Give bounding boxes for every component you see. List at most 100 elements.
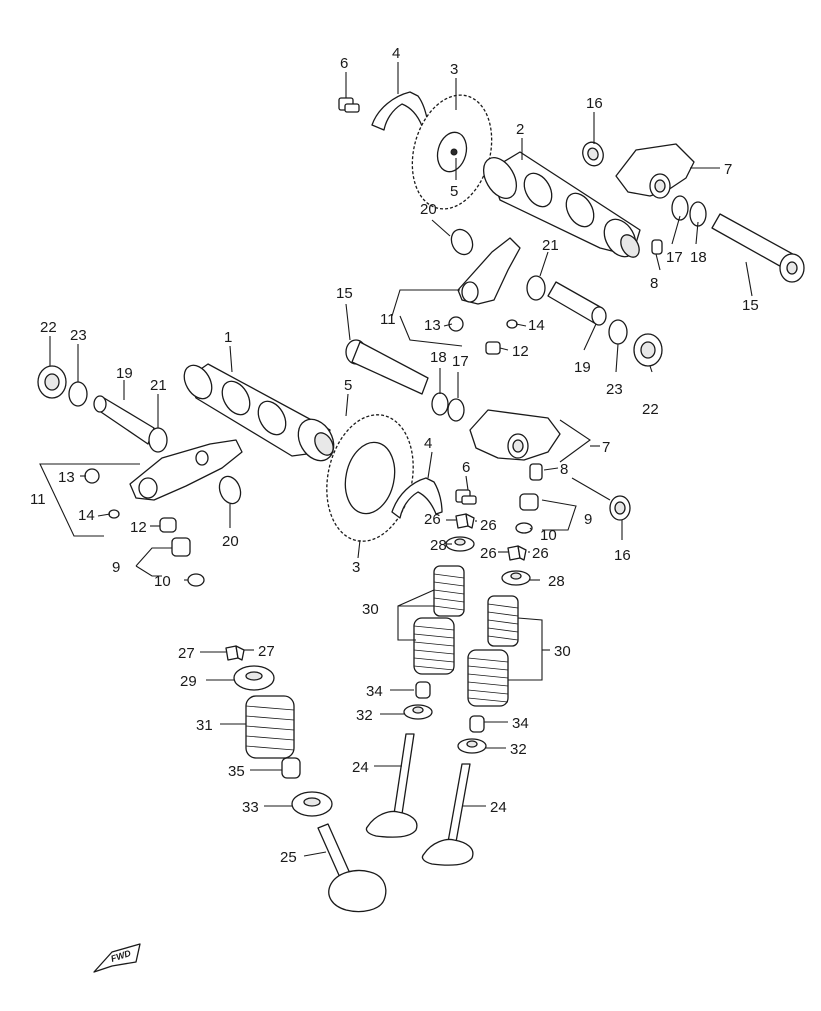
callout-26d: 26 [532,545,549,562]
callout-24b: 24 [490,799,507,816]
seal-34-right [469,715,485,733]
callout-4: 4 [392,45,400,62]
washer-21-left [148,427,168,453]
callout-33: 33 [242,799,259,816]
callout-16: 16 [586,95,603,112]
callout-22b: 22 [40,319,57,336]
callout-15b: 15 [336,285,353,302]
fwd-arrow-icon: FWD [93,943,141,973]
nut-14-upper [506,319,518,329]
callout-8b: 8 [560,461,568,478]
seat-32-left [403,704,433,720]
valve-24-left [365,733,418,838]
callout-5b: 5 [344,377,352,394]
callout-25: 25 [280,849,297,866]
callout-32a: 32 [356,707,373,724]
callout-26b: 26 [480,517,497,534]
spring-30-right-upper [487,595,519,647]
washer-20-upper [450,228,474,256]
callout-5: 5 [450,183,458,200]
screw-9-left [171,537,191,557]
callout-32b: 32 [510,741,527,758]
washer-20-left [218,475,242,505]
spring-30-left-lower [413,617,455,675]
washer-23-upper [608,319,628,345]
callout-21: 21 [542,237,559,254]
callout-labels: 6 4 3 5 2 16 7 20 17 18 8 15 21 11 13 14… [30,45,759,866]
callout-30a: 30 [362,601,379,618]
callout-12b: 12 [130,519,147,536]
shaft-19-upper [547,281,607,326]
callout-30b: 30 [554,643,571,660]
callout-18: 18 [690,249,707,266]
callout-20: 20 [420,201,437,218]
callout-35: 35 [228,763,245,780]
bracket-4-upper [371,91,429,131]
callout-26a: 26 [424,511,441,528]
spring-31 [245,695,295,759]
callout-27a: 27 [178,645,195,662]
rocker-arm-7-upper [615,143,695,199]
seal-34-left [415,681,431,699]
shaft-15-upper [711,213,805,283]
keepers-27 [225,645,245,661]
camshaft-2 [482,151,641,258]
rocker-arm-11-left [129,439,243,501]
callout-1: 1 [224,329,232,346]
sprocket-3-middle [326,414,414,542]
callout-23: 23 [606,381,623,398]
callout-9b: 9 [584,511,592,528]
callout-23b: 23 [70,327,87,344]
callout-19: 19 [574,359,591,376]
callout-17: 17 [666,249,683,266]
callout-24a: 24 [352,759,369,776]
callout-7b: 7 [602,439,610,456]
callout-12: 12 [512,343,529,360]
camshaft-1 [183,363,335,462]
callout-11b: 11 [30,491,46,508]
callout-28b: 28 [548,573,565,590]
keepers-26-upper [455,513,475,529]
callout-3: 3 [450,61,458,78]
callout-7: 7 [724,161,732,178]
valve-24-right [421,763,474,866]
shaft-19-left [93,395,155,445]
callout-15: 15 [742,297,759,314]
washer-18-middle [431,392,449,416]
rocker-arm-11-upper [457,237,521,305]
nut-14-left [108,509,120,519]
washer-21-upper [526,275,546,301]
callout-6b: 6 [462,459,470,476]
callout-10a: 10 [154,573,171,590]
callout-4b: 4 [424,435,432,452]
spring-30-left-upper [433,565,465,617]
bolt-6-middle [455,489,477,505]
callout-13: 13 [424,317,441,334]
screw-12-upper [485,341,501,355]
callout-26c: 26 [480,545,497,562]
screw-12-left [159,517,177,533]
spring-30-right-lower [467,649,509,707]
keepers-26-lower [507,545,527,561]
callout-29: 29 [180,673,197,690]
callout-3b: 3 [352,559,360,576]
seat-32-right [457,738,487,754]
bracket-4-middle [391,477,443,519]
nut-10-right [515,522,533,534]
callout-22: 22 [642,401,659,418]
callout-16b: 16 [614,547,631,564]
callout-8: 8 [650,275,658,292]
adjuster-13-left [84,468,100,484]
cap-22-upper [633,333,663,367]
callout-10b: 10 [540,527,557,544]
callout-18b: 18 [430,349,447,366]
callout-27b: 27 [258,643,275,660]
callout-14: 14 [528,317,545,334]
nut-10-left [187,573,205,587]
adjuster-13-upper [448,316,464,332]
callout-17b: 17 [452,353,469,370]
retainer-28-right [501,570,531,586]
callout-34a: 34 [366,683,383,700]
